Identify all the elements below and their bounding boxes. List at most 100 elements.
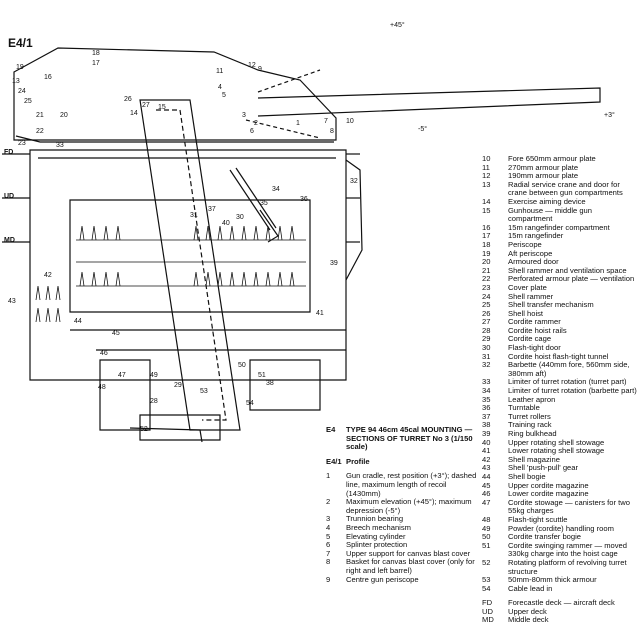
callout-number: 46	[100, 350, 108, 357]
legend-item-text: Shell magazine	[508, 454, 560, 464]
legend-item-text: Powder (cordite) handling room	[508, 523, 614, 533]
legend-item: 6 Splinter protection	[326, 541, 479, 550]
deck-label-ud: UD	[4, 193, 15, 200]
legend-item-text: Limiter of turret rotation (turret part)	[508, 377, 627, 387]
legend-item-text: Lower cordite magazine	[508, 489, 589, 499]
legend-item-number: 47	[482, 497, 491, 507]
callout-number: 25	[24, 98, 32, 105]
legend-item-number: 36	[482, 403, 491, 413]
legend-item-number: 6	[326, 540, 331, 550]
callout-number: 22	[36, 128, 44, 135]
legend-item-text: Gun cradle, rest position (+3°); dashed …	[346, 471, 477, 498]
legend-item-text: Barbette (440mm fore, 560mm side, 380mm …	[508, 360, 630, 378]
legend-item: 32 Barbette (440mm fore, 560mm side, 380m…	[482, 360, 638, 378]
legend-item-number: 2	[326, 497, 331, 507]
legend-item-number: 30	[482, 343, 491, 353]
legend-item-text: Flash-tight scuttle	[508, 514, 568, 524]
legend-item-number: 43	[482, 463, 491, 473]
callout-number: 45	[112, 330, 120, 337]
legend-item-text: Limiter of turret rotation (barbette par…	[508, 386, 637, 396]
legend-item: 10 Fore 650mm armour plate	[482, 154, 638, 164]
callout-number: 38	[266, 380, 274, 387]
legend-item-number: 35	[482, 394, 491, 404]
callout-number: 35	[260, 200, 268, 207]
callout-number: 18	[92, 50, 100, 57]
callout-number: 32	[350, 178, 358, 185]
figure-label: E4/1	[8, 36, 33, 50]
legend-title: TYPE 94 46cm 45cal MOUNTING — SECTIONS O…	[346, 425, 473, 452]
legend-item-number: 32	[482, 360, 491, 370]
callout-number: 51	[258, 372, 266, 379]
callout-number: 2	[254, 120, 258, 127]
legend-item-number: 54	[482, 583, 491, 593]
callout-number: 47	[118, 372, 126, 379]
legend-item-text: 15m rangefinder	[508, 231, 564, 241]
legend-item-number: 48	[482, 514, 491, 524]
legend-item-text: Shell transfer mechanism	[508, 300, 594, 310]
legend-item-number: 7	[326, 548, 331, 558]
turret-outline	[2, 47, 601, 443]
callout-number: 36	[300, 196, 308, 203]
callout-number: 37	[208, 206, 216, 213]
legend-item-number: 8	[326, 557, 331, 567]
legend-item-text: Fore 650mm armour plate	[508, 154, 596, 163]
callout-number: 3	[242, 112, 246, 119]
legend-item-text: Rotating platform of revolving turret st…	[508, 557, 627, 576]
angle-label-depression: -5°	[418, 126, 428, 133]
legend-item-text: 190mm armour plate	[508, 171, 579, 181]
legend-item-text: Shell bogie	[508, 471, 546, 481]
legend-item-text: Cordite hoist flash-tight tunnel	[508, 351, 609, 361]
callout-number: 52	[140, 426, 148, 433]
callout-number: 50	[238, 362, 246, 369]
turret-section-drawing	[2, 47, 601, 443]
legend-item-number: 11	[482, 162, 490, 172]
legend-item-text: Upper cordite magazine	[508, 480, 589, 490]
legend-item-number: 18	[482, 239, 491, 249]
legend-item-text: Shell 'push-pull' gear	[508, 463, 579, 473]
legend-item-text: Cordite rammer	[508, 317, 561, 327]
legend-item-number: FD	[482, 598, 493, 608]
legend-item-text: 270mm armour plate	[508, 162, 579, 172]
legend-item-text: Training rack	[508, 420, 552, 430]
callout-number: 44	[74, 318, 82, 325]
legend-item-number: 20	[482, 257, 491, 267]
callout-number: 29	[174, 382, 182, 389]
callout-number: 30	[236, 214, 244, 221]
legend-item-text: 15m rangefinder compartment	[508, 222, 610, 232]
legend-item-text: Turntable	[508, 403, 540, 413]
legend-item: 8 Basket for canvas blast cover (only for…	[326, 557, 479, 575]
legend-item-number: 27	[482, 317, 491, 327]
legend-item-number: 37	[482, 411, 491, 421]
legend-item: 43 Shell 'push-pull' gear	[482, 464, 638, 473]
callout-number: 12	[248, 62, 256, 69]
legend-item-number: MD	[482, 615, 494, 625]
legend-item: 44 Shell bogie	[482, 471, 638, 482]
legend-item-text: Radial service crane and door for crane …	[508, 179, 623, 198]
callout-number: 8	[330, 128, 334, 135]
legend-item-number: 10	[482, 154, 491, 163]
legend-item-number: 44	[482, 471, 491, 481]
callout-number: 28	[150, 398, 158, 405]
legend-item-number: 34	[482, 386, 491, 396]
legend-item-text: Splinter protection	[346, 540, 408, 550]
legend-item-text: Basket for canvas blast cover (only for …	[346, 557, 475, 575]
callout-number: 17	[92, 60, 100, 67]
